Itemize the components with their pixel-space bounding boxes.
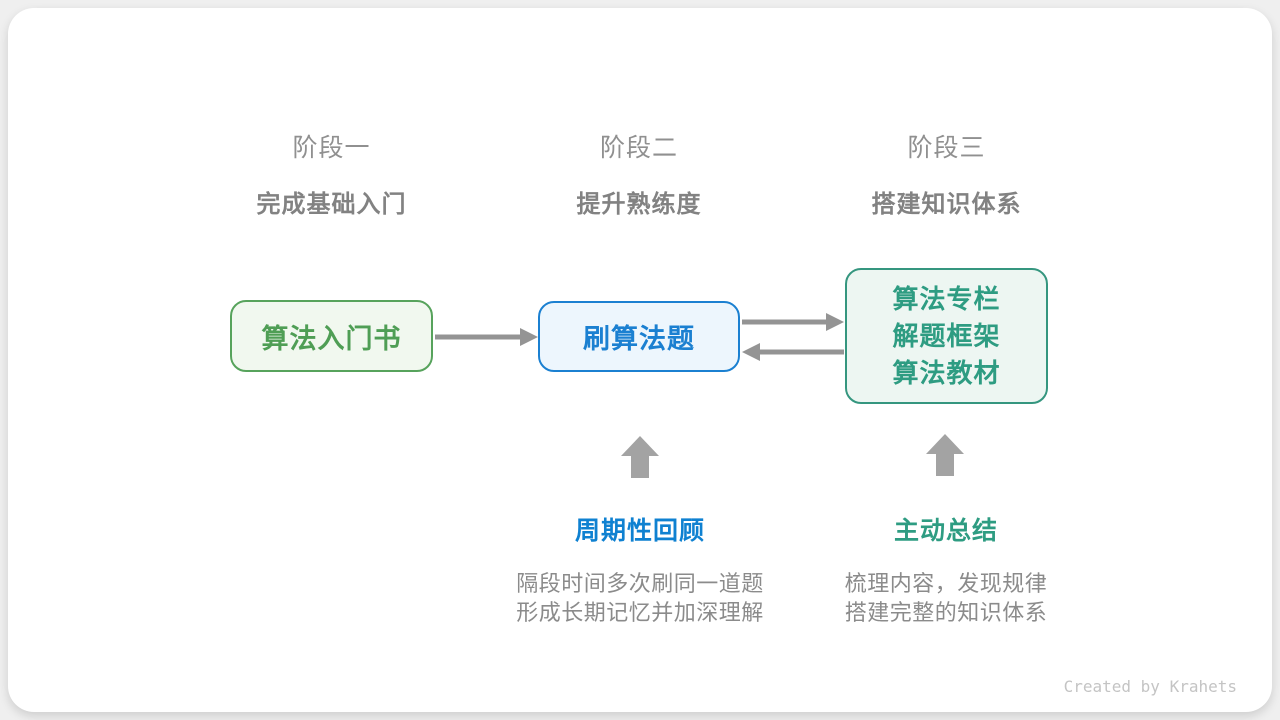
stage-2-header: 阶段二 提升熟练度 <box>538 128 740 219</box>
node-resources-line-1: 算法专栏 <box>892 283 1001 314</box>
node-intro-book-label: 算法入门书 <box>261 323 402 354</box>
annotation-periodic-review-line-2: 形成长期记忆并加深理解 <box>516 600 764 625</box>
credit-text: Created by Krahets <box>1063 677 1237 696</box>
node-resources-line-3: 算法教材 <box>892 357 1001 388</box>
stage-2-label: 阶段二 <box>599 134 678 162</box>
annotation-active-summary-title: 主动总结 <box>893 517 998 545</box>
annotation-periodic-review-line-1: 隔段时间多次刷同一道题 <box>516 571 764 596</box>
annotation-periodic-review: 周期性回顾 隔段时间多次刷同一道题 形成长期记忆并加深理解 <box>508 511 772 627</box>
stage-3-label: 阶段三 <box>907 134 986 162</box>
annotation-active-summary-desc: 梳理内容，发现规律 搭建完整的知识体系 <box>824 569 1068 627</box>
node-practice-problems: 刷算法题 <box>538 301 740 372</box>
node-intro-book: 算法入门书 <box>230 300 433 372</box>
stage-1-title: 完成基础入门 <box>256 191 407 218</box>
stage-3-title: 搭建知识体系 <box>871 191 1022 218</box>
stage-1-header: 阶段一 完成基础入门 <box>230 128 433 219</box>
annotation-periodic-review-desc: 隔段时间多次刷同一道题 形成长期记忆并加深理解 <box>508 569 772 627</box>
annotation-active-summary: 主动总结 梳理内容，发现规律 搭建完整的知识体系 <box>824 511 1068 627</box>
node-practice-problems-label: 刷算法题 <box>583 324 695 354</box>
stage-2-title: 提升熟练度 <box>576 191 702 218</box>
annotation-active-summary-line-2: 搭建完整的知识体系 <box>844 600 1048 625</box>
stage-3-header: 阶段三 搭建知识体系 <box>845 128 1048 219</box>
node-knowledge-resources: 算法专栏 解题框架 算法教材 <box>845 268 1048 404</box>
annotation-periodic-review-title: 周期性回顾 <box>574 517 705 545</box>
node-resources-line-2: 解题框架 <box>892 320 1001 351</box>
stage-1-label: 阶段一 <box>292 134 371 162</box>
annotation-active-summary-line-1: 梳理内容，发现规律 <box>844 571 1048 596</box>
